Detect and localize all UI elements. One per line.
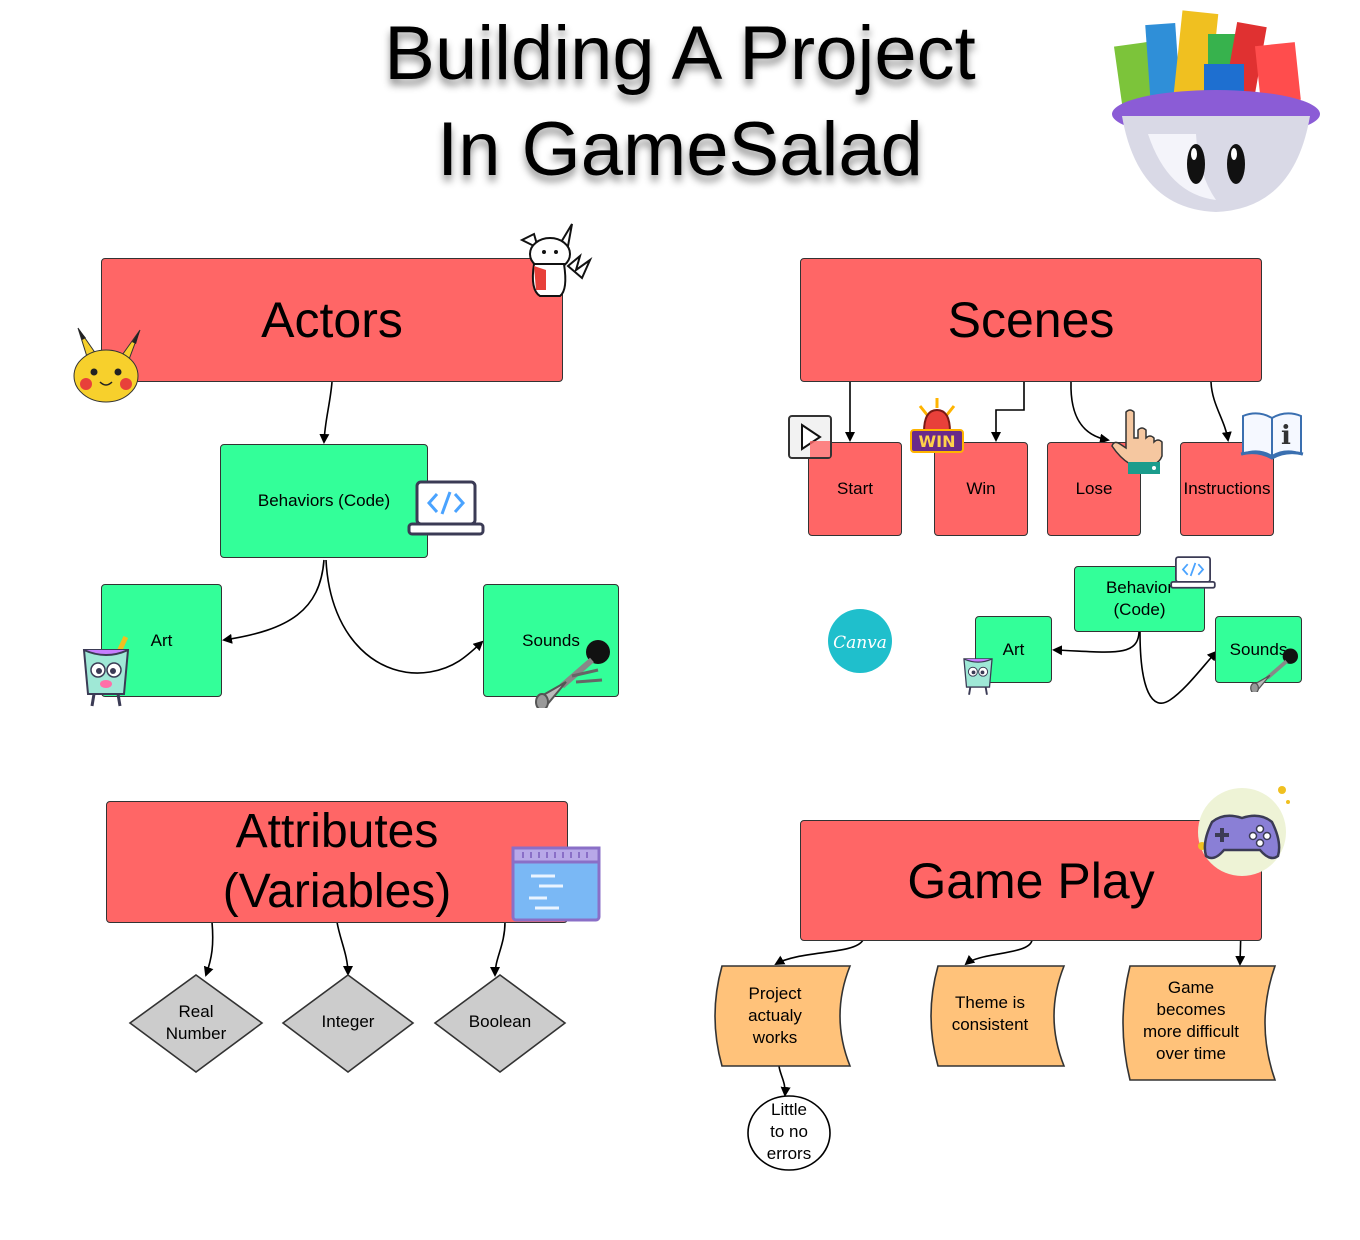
- scene-win-box: Win: [934, 442, 1028, 536]
- page-title-line-2: In GameSalad: [437, 107, 923, 192]
- attributes-box: Attributes (Variables): [106, 801, 568, 923]
- sub-goal-line-1: Little: [771, 1100, 807, 1119]
- connector-attr-boolean: [490, 921, 506, 977]
- actors-box: Actors: [101, 258, 563, 382]
- doc-shape-project: [714, 965, 852, 1067]
- scene-instructions-box: Instructions: [1180, 442, 1274, 536]
- integer-label: Integer: [321, 1012, 375, 1031]
- connector-gameplay-project: [774, 939, 864, 966]
- goal-difficulty-label: Game becomes more difficult over time: [1128, 976, 1254, 1066]
- sub-goal-line-2: to no: [770, 1122, 808, 1141]
- code-laptop-icon: [407, 480, 485, 536]
- doc-shape-difficulty: [1122, 965, 1277, 1081]
- connector-behaviors-art: [222, 559, 325, 644]
- svg-text:Canva: Canva: [833, 633, 887, 653]
- circle-shape-errors: [747, 1095, 831, 1171]
- goal-theme-line-2: consistent: [951, 1015, 1029, 1034]
- connector-scenes-win: [991, 382, 1025, 442]
- goal-theme-line-1: Theme is: [955, 993, 1025, 1012]
- window-list-icon: [511, 846, 601, 922]
- connector-scenes-lose: [1070, 381, 1110, 444]
- canva-logo-icon: Canva: [828, 609, 892, 673]
- gameplay-box: Game Play: [800, 820, 1262, 941]
- actors-behaviors-box: Behaviors (Code): [220, 444, 428, 558]
- svg-text:i: i: [1281, 421, 1291, 451]
- real-number-line-2: Number: [165, 1024, 227, 1043]
- attributes-title-line-2: (Variables): [222, 865, 452, 918]
- scenes-box: Scenes: [800, 258, 1262, 382]
- pointing-hand-icon: [1111, 409, 1163, 474]
- win-siren-icon: WIN: [910, 398, 964, 453]
- goal-theme-label: Theme is consistent: [934, 990, 1046, 1038]
- scenes-sounds-box: Sounds: [1215, 616, 1302, 683]
- real-number-line-1: Real: [178, 1002, 214, 1021]
- diamond-boolean: [433, 974, 567, 1074]
- goal-project-works-label: Project actualy works: [722, 976, 828, 1056]
- connector-gameplay-theme: [964, 939, 1033, 966]
- connector-behaviors-sounds: [325, 559, 484, 674]
- pikachu-sketch-icon: [519, 223, 593, 297]
- goal-difficulty-line-1: Game: [1167, 978, 1215, 997]
- connector-attr-real: [203, 921, 214, 977]
- goal-difficulty-line-4: over time: [1156, 1044, 1226, 1063]
- sub-goal-line-3: errors: [766, 1144, 812, 1163]
- horn-icon: [535, 640, 610, 708]
- connector-actors-behaviors: [319, 381, 333, 444]
- diamond-real-number: [128, 974, 264, 1073]
- goal-difficulty-line-2: becomes: [1156, 1000, 1226, 1019]
- paint-bucket-character-icon: [82, 636, 130, 707]
- connector-behavior-sounds-small: [1139, 631, 1218, 704]
- gamesalad-logo-icon: [1112, 10, 1320, 212]
- sub-goal-errors-label: Little to no errors: [750, 1098, 828, 1166]
- goal-project-line-2: actualy: [748, 1006, 802, 1025]
- goal-project-line-1: Project: [748, 984, 802, 1003]
- horn-small-icon: [1250, 648, 1298, 692]
- connector-behavior-art-small: [1052, 631, 1140, 656]
- scenes-behavior-line-2: (Code): [1113, 600, 1166, 619]
- doc-shape-theme: [930, 965, 1066, 1067]
- svg-text:WIN: WIN: [919, 432, 956, 451]
- connector-project-errors: [778, 1065, 791, 1097]
- diamond-integer: [281, 974, 415, 1074]
- attributes-title-line-1: Attributes: [235, 805, 439, 858]
- play-icon: [788, 415, 832, 459]
- paint-bucket-small-icon: [963, 658, 993, 695]
- page-title-line-1: Building A Project: [384, 11, 976, 96]
- goal-project-line-3: works: [752, 1028, 798, 1047]
- connector-attr-integer: [336, 921, 353, 976]
- code-laptop-small-icon: [1170, 556, 1216, 589]
- boolean-label: Boolean: [468, 1012, 532, 1031]
- pikachu-icon: [73, 327, 141, 403]
- info-book-icon: i: [1240, 412, 1304, 460]
- goal-difficulty-line-3: more difficult: [1142, 1022, 1240, 1041]
- gamepad-icon: [1198, 786, 1290, 876]
- real-number-label: Real Number: [140, 995, 252, 1051]
- connector-scenes-instructions: [1210, 381, 1232, 442]
- scenes-behavior-line-1: Behavior: [1105, 578, 1174, 597]
